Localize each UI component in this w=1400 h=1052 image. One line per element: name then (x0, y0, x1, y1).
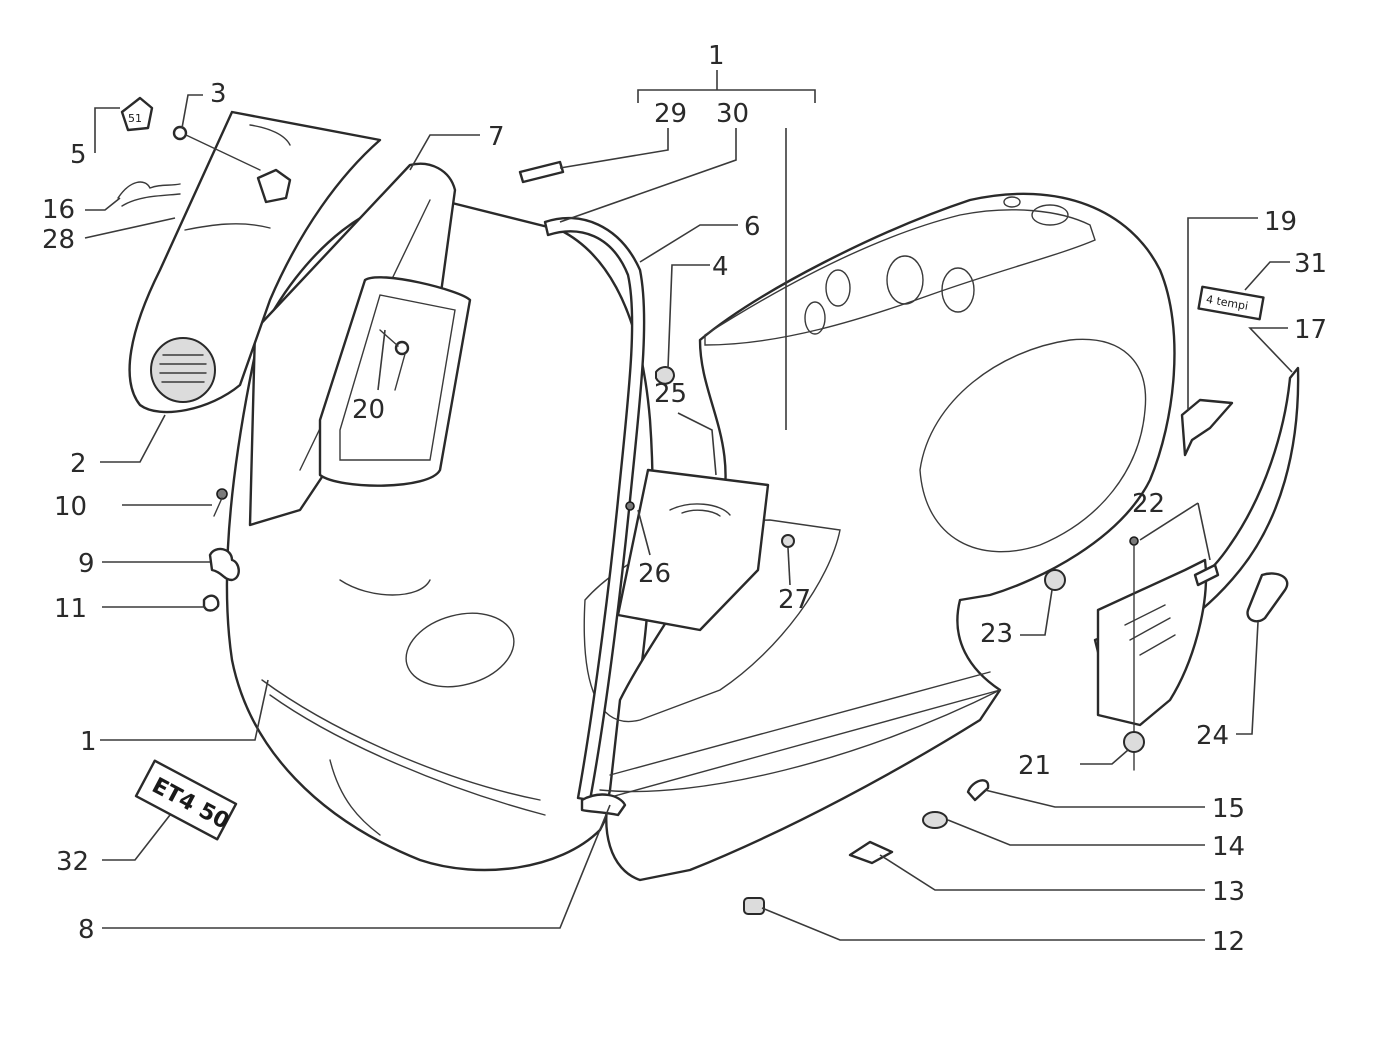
callout-28: 28 (42, 225, 75, 255)
callout-23: 23 (980, 619, 1013, 649)
nut-21 (1123, 731, 1145, 753)
clip-13 (848, 840, 894, 865)
callout-16: 16 (42, 195, 75, 225)
emblem-nut (256, 168, 292, 204)
callout-8: 8 (78, 915, 95, 945)
callout-21: 21 (1018, 751, 1051, 781)
vespa-script-16 (117, 181, 181, 207)
side-cover-22 (1096, 536, 1220, 771)
clip-27 (781, 534, 795, 548)
callout-30: 30 (716, 99, 749, 129)
nut-12 (743, 897, 765, 915)
callout-26: 26 (638, 559, 671, 589)
callout-24: 24 (1196, 721, 1229, 751)
callout-20: 20 (352, 395, 385, 425)
svg-text:51: 51 (128, 112, 142, 125)
callout-10: 10 (54, 492, 87, 522)
callout-27: 27 (778, 585, 811, 615)
clip-4 (655, 366, 676, 385)
callout-31: 31 (1294, 249, 1327, 279)
clip-20 (379, 329, 410, 391)
screw-10 (213, 488, 228, 517)
bracket-19 (1180, 398, 1234, 457)
callout-11: 11 (54, 594, 87, 624)
callout-9: 9 (78, 549, 95, 579)
callout-22: 22 (1132, 489, 1165, 519)
callout-1-bottom: 1 (80, 727, 97, 757)
callout-5: 5 (70, 140, 87, 170)
clip-11 (202, 594, 220, 612)
callout-29: 29 (654, 99, 687, 129)
screw-26 (625, 501, 635, 511)
callout-1-top: 1 (708, 41, 725, 71)
emblem-5: 51 (120, 96, 154, 132)
grommet-23 (1044, 569, 1066, 591)
inner-cover-25 (616, 468, 770, 632)
callout-12: 12 (1212, 927, 1245, 957)
callout-3: 3 (210, 79, 227, 109)
callout-17: 17 (1294, 315, 1327, 345)
leader-lines (84, 70, 1293, 941)
clip-9 (208, 547, 240, 582)
callout-15: 15 (1212, 794, 1245, 824)
callout-19: 19 (1264, 207, 1297, 237)
reflector-24 (1246, 572, 1289, 623)
model-plate-32: ET4 50 (134, 759, 238, 841)
callout-14: 14 (1212, 832, 1245, 862)
callout-4: 4 (712, 252, 729, 282)
screw-3 (172, 125, 261, 171)
callout-25: 25 (654, 379, 687, 409)
horn-cover-2 (128, 110, 382, 414)
callout-7: 7 (488, 122, 505, 152)
strip-29 (518, 160, 565, 184)
callout-6: 6 (744, 212, 761, 242)
grommet-14 (922, 811, 948, 829)
front-panel-with-window (248, 162, 472, 527)
decal-31: 4 tempi (1197, 285, 1265, 321)
clip-15 (966, 779, 990, 802)
callout-13: 13 (1212, 877, 1245, 907)
trim-8 (580, 793, 627, 817)
callout-32: 32 (56, 847, 89, 877)
callout-2: 2 (70, 449, 87, 479)
callout-labels: 1 29 30 3 5 16 28 7 6 4 19 31 17 2 20 25… (42, 41, 1327, 957)
